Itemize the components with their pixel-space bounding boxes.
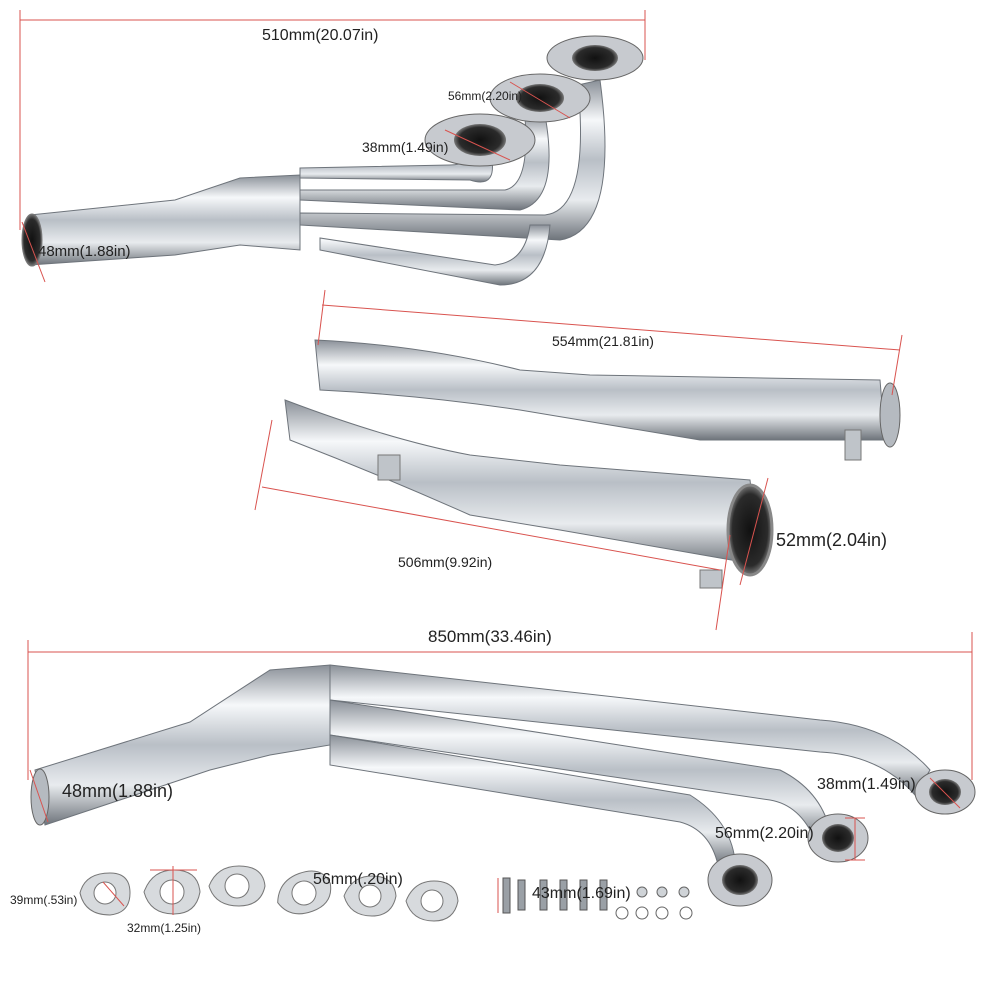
gasket-1 (79, 872, 131, 916)
top-collector-outlet (21, 213, 43, 267)
mid-dimension-lines (254, 289, 903, 631)
bottom-dimension-lines (27, 632, 973, 861)
bottom-flange-1 (914, 769, 976, 815)
gasket-port-label: 32mm(1.25in) (127, 921, 201, 935)
mid-pipe-assembly: 554mm(21.81in) 506mm(9.92in) 52mm(2.04in… (254, 289, 903, 631)
bottom-flange-3 (707, 853, 773, 907)
top-primary-tube-label: 38mm(1.49in) (362, 139, 448, 155)
bottom-primary-tube-label: 38mm(1.49in) (817, 776, 916, 793)
mid-pipe-upper (314, 339, 886, 441)
mid-pipe-stud-1 (844, 429, 862, 461)
gasket-5 (343, 875, 397, 917)
gasket-6 (405, 880, 459, 922)
bottom-flange-outer-label: 56mm(2.20in) (715, 825, 814, 842)
top-flange-2 (489, 73, 591, 123)
nut-and-washer-set (615, 886, 693, 920)
mid-outlet-diameter-label: 52mm(2.04in) (776, 530, 887, 550)
bottom-collector-outlet-label: 48mm(1.88in) (62, 781, 173, 801)
top-dimension-lines (19, 10, 646, 283)
o2-sensor-bung (377, 454, 401, 481)
top-flange-1 (424, 113, 536, 167)
gasket-4 (277, 870, 332, 915)
top-collector-pipe (29, 174, 301, 266)
mid-pipe-lower-outlet (726, 483, 774, 577)
bottom-flange-2 (807, 813, 869, 863)
top-overall-length-label: 510mm(20.07in) (262, 27, 379, 44)
top-collector-outlet-label: 48mm(1.88in) (38, 243, 131, 260)
gasket-2 (143, 869, 201, 915)
hardware-dimension-lines (102, 866, 499, 915)
top-flange-outer-label: 56mm(2.20in) (448, 89, 522, 103)
hardware-kit: 39mm(.53in) 32mm(1.25in) 56mm(.20in) 43m… (10, 865, 693, 935)
top-primary-tube-4 (319, 224, 551, 286)
bottom-header-assembly: 850mm(33.46in) 48mm(1.88in) 38mm(1.49in)… (27, 627, 976, 907)
bolt-set (502, 877, 608, 914)
mid-pipe-stud-2 (699, 569, 723, 589)
mid-length-short-label: 506mm(9.92in) (398, 554, 492, 570)
gasket-height-label: 39mm(.53in) (10, 893, 77, 907)
gasket-width-label: 56mm(.20in) (313, 871, 403, 888)
bolt-length-label: 43mm(1.69in) (532, 885, 631, 902)
mid-pipe-upper-outlet (879, 382, 901, 448)
top-header-assembly: 510mm(20.07in) 56mm(2.20in) 38mm(1.49in)… (19, 10, 646, 286)
mid-length-long-label: 554mm(21.81in) (552, 333, 654, 349)
gasket-3 (208, 865, 266, 907)
bottom-collector-pipe (34, 664, 331, 826)
bottom-overall-length-label: 850mm(33.46in) (428, 627, 552, 646)
top-flange-3 (546, 35, 644, 81)
